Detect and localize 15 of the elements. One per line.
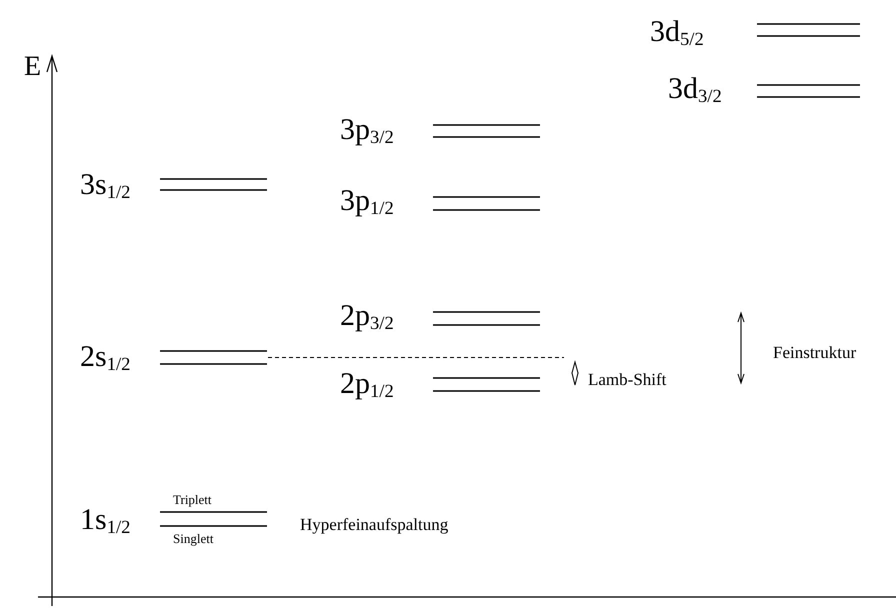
level-label: 3d$_{3/2}$ (668, 74, 722, 104)
level-label: 3p$_{3/2}$ (340, 114, 394, 144)
level-label: 3s$_{1/2}$ (80, 170, 130, 200)
annotation-text: Lamb-Shift (588, 370, 666, 388)
level-label: 1s$_{1/2}$ (80, 504, 130, 534)
level-label: 2s$_{1/2}$ (80, 342, 130, 372)
annotation-text: Hyperfeinaufspaltung (300, 516, 448, 533)
level-label: 3p$_{1/2}$ (340, 186, 394, 216)
level-label: 2p$_{3/2}$ (340, 300, 394, 330)
state-label: Triplett (173, 492, 212, 506)
state-label: Singlett (173, 532, 214, 545)
level-label: 2p$_{1/2}$ (340, 368, 394, 398)
annotation-text: Feinstruktur (773, 344, 856, 361)
level-label: 3d$_{5/2}$ (650, 16, 704, 46)
axis-label: E (24, 52, 42, 81)
